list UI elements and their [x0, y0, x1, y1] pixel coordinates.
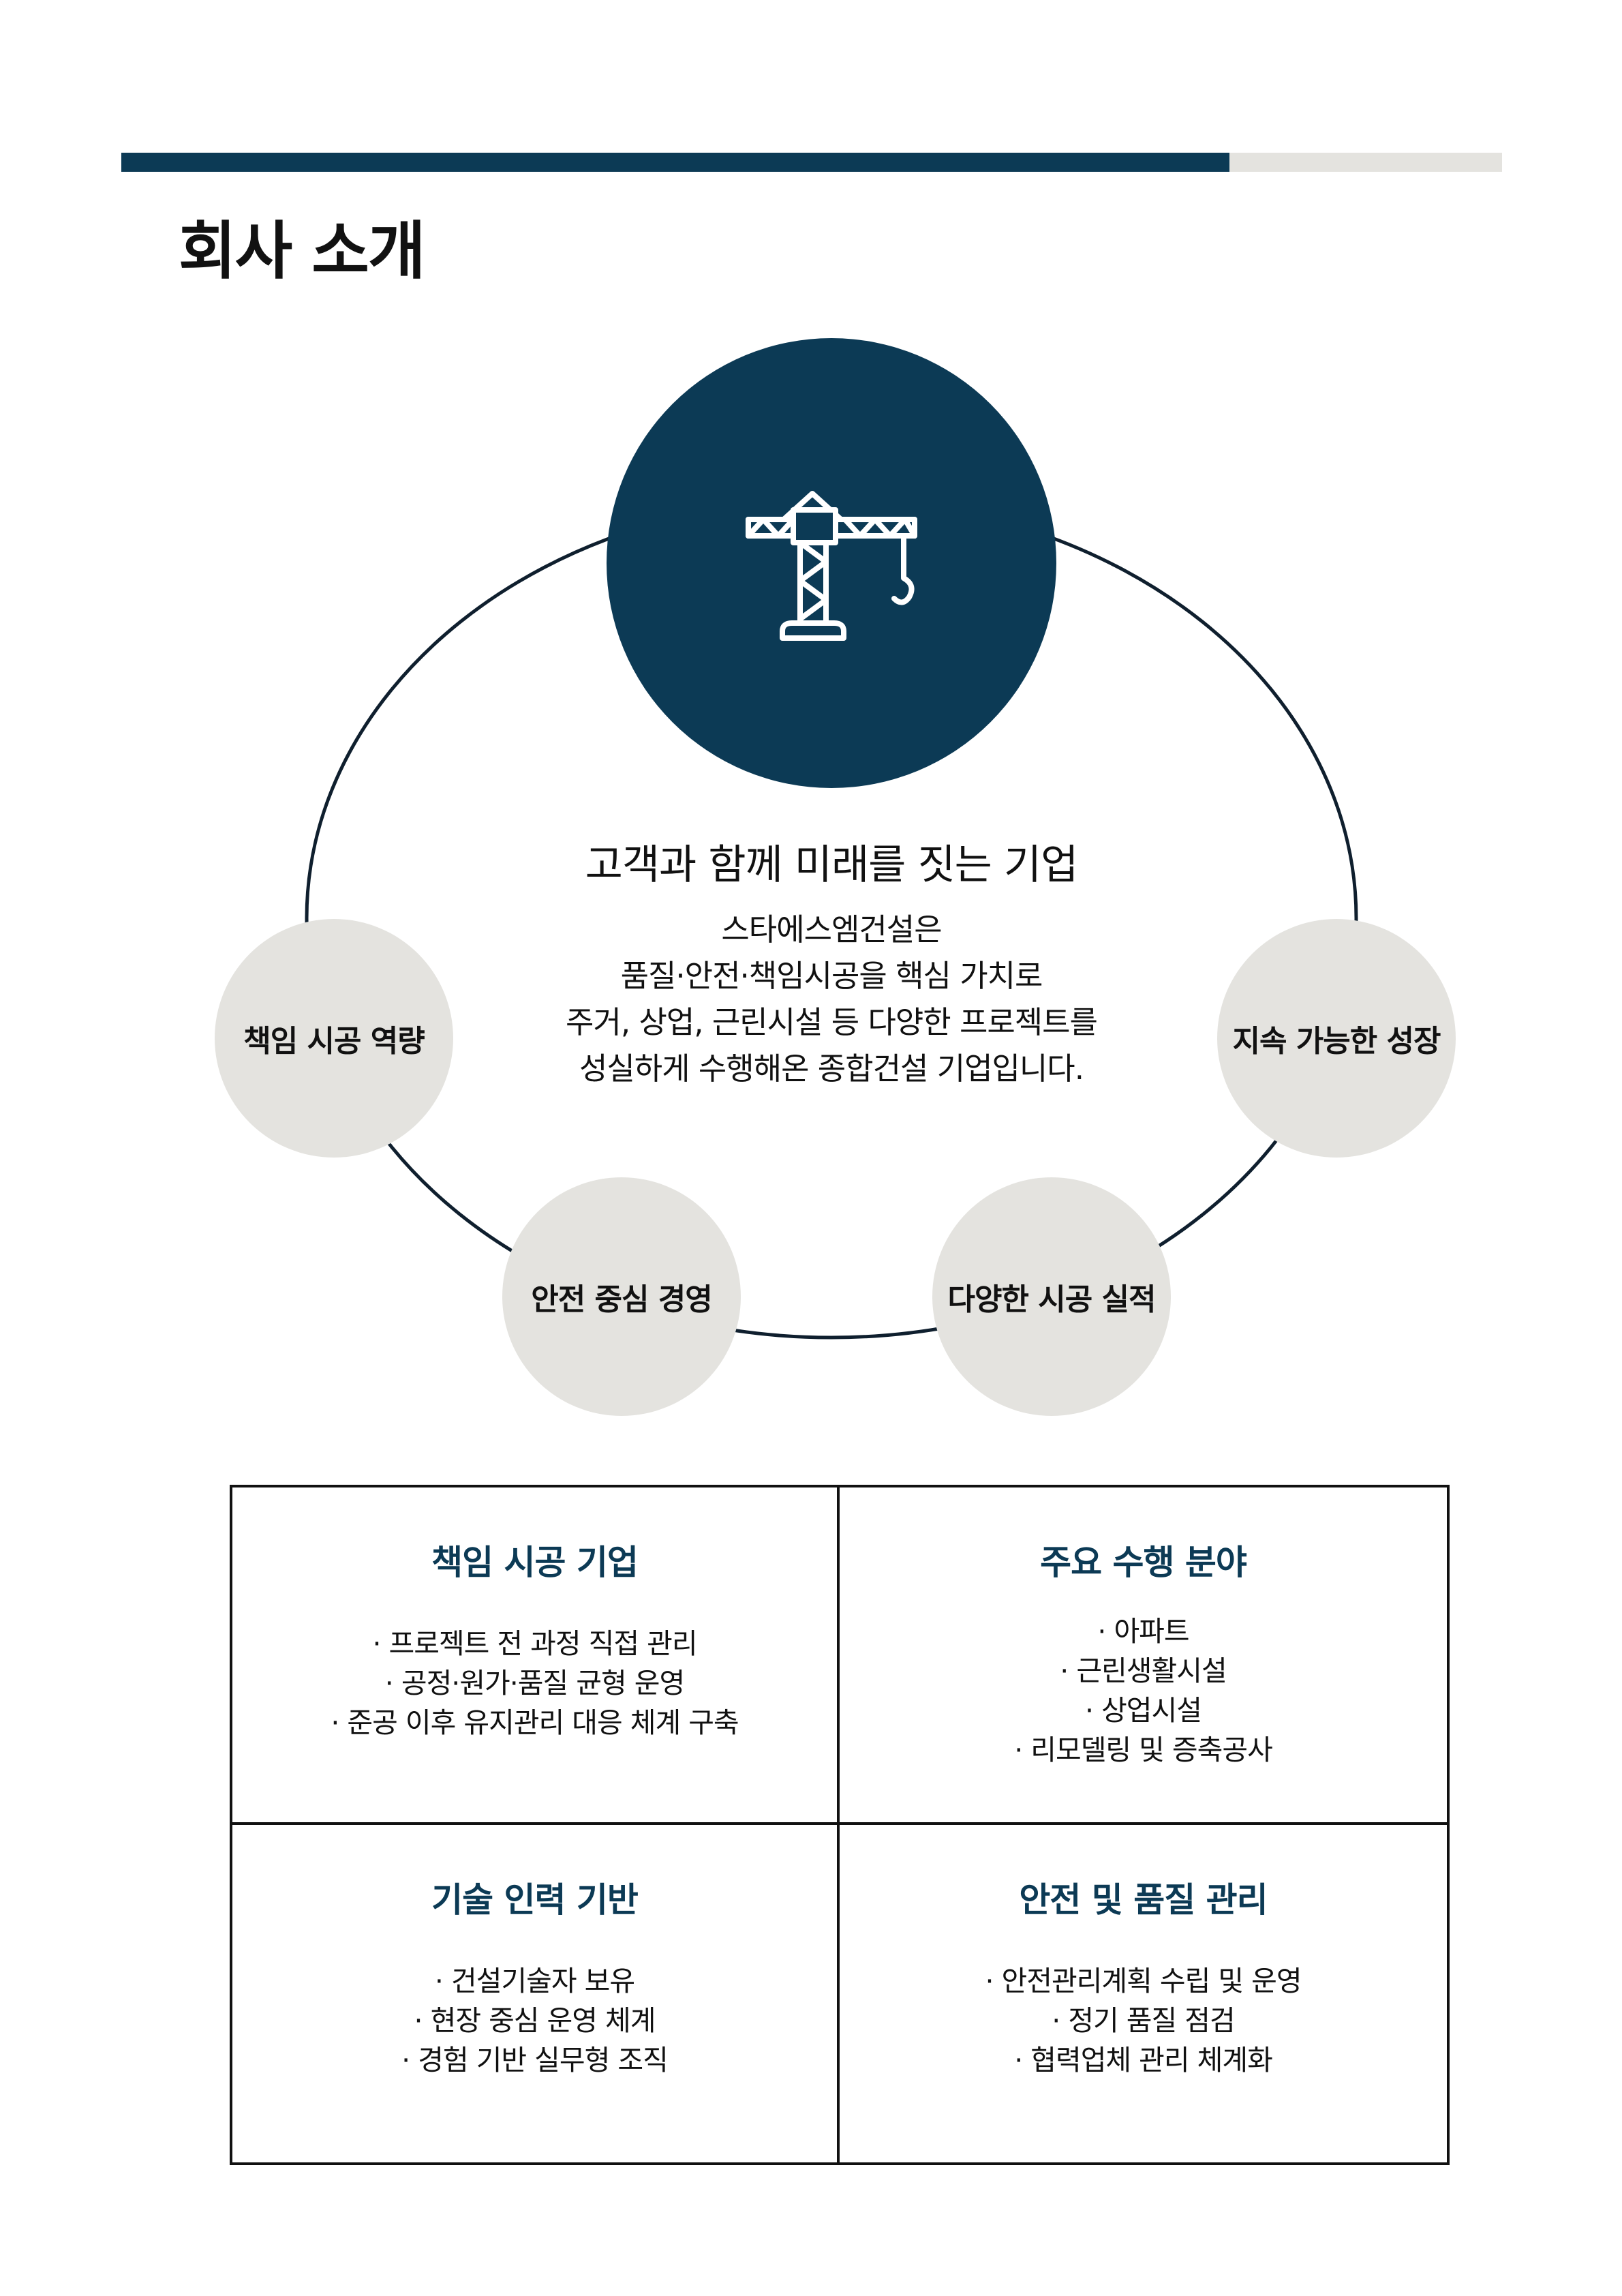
card-items: · 안전관리계획 수립 및 운영 · 정기 품질 점검 · 협력업체 관리 체계… [840, 1961, 1447, 2080]
value-node-label: 안전 중심 경영 [531, 1282, 713, 1317]
card-item: · 안전관리계획 수립 및 운영 [985, 1965, 1302, 1997]
center-heading: 고객과 함께 미래를 짓는 기업 [585, 841, 1079, 889]
tower-crane-icon [746, 491, 917, 641]
card-title: 책임 시공 기업 [431, 1543, 639, 1582]
card-responsible-company: 책임 시공 기업 · 프로젝트 전 과정 직접 관리 · 공정·원가·품질 균형… [232, 1487, 840, 1825]
value-node-sustainable-growth: 지속 가능한 성장 [1217, 919, 1456, 1158]
card-item: · 리모델링 및 증축공사 [1014, 1734, 1273, 1766]
card-technical-staff: 기술 인력 기반 · 건설기술자 보유 · 현장 중심 운영 체계 · 경험 기… [232, 1825, 840, 2162]
card-safety-quality: 안전 및 품질 관리 · 안전관리계획 수립 및 운영 · 정기 품질 점검 ·… [840, 1825, 1447, 2162]
value-node-label: 책임 시공 역량 [243, 1024, 425, 1059]
card-item: · 공정·원가·품질 균형 운영 [384, 1667, 685, 1700]
value-node-safety-management: 안전 중심 경영 [502, 1177, 741, 1416]
value-node-construction-record: 다양한 시공 실적 [932, 1177, 1171, 1416]
value-node-responsible-construction: 책임 시공 역량 [215, 919, 453, 1158]
card-item: · 근린생활시설 [1060, 1655, 1227, 1687]
card-item: · 아파트 [1097, 1615, 1189, 1648]
card-title: 주요 수행 분야 [1040, 1543, 1247, 1582]
description-line: 성실하게 수행해온 종합건설 기업입니다. [579, 1051, 1084, 1087]
card-title: 안전 및 품질 관리 [1019, 1880, 1268, 1920]
value-node-label: 지속 가능한 성장 [1232, 1024, 1441, 1059]
card-item: · 현장 중심 운영 체계 [414, 2004, 656, 2037]
header-bar-dark [121, 153, 1229, 172]
description-line: 스타에스엠건설은 [721, 911, 942, 948]
card-item: · 준공 이후 유지관리 대응 체계 구축 [331, 1706, 739, 1739]
page-title: 회사 소개 [179, 215, 426, 288]
center-description: 스타에스엠건설은 품질·안전·책임시공을 핵심 가치로 주거, 상업, 근린시설… [436, 907, 1227, 1092]
card-title: 기술 인력 기반 [431, 1880, 639, 1920]
header-bar-light [1229, 153, 1502, 172]
card-main-fields: 주요 수행 분야 · 아파트 · 근린생활시설 · 상업시설 · 리모델링 및 … [840, 1487, 1447, 1825]
card-items: · 프로젝트 전 과정 직접 관리 · 공정·원가·품질 균형 운영 · 준공 … [232, 1624, 837, 1742]
card-item: · 건설기술자 보유 [434, 1965, 635, 1997]
center-emblem [607, 338, 1056, 788]
description-line: 주거, 상업, 근린시설 등 다양한 프로젝트를 [566, 1004, 1098, 1040]
value-node-label: 다양한 시공 실적 [947, 1282, 1157, 1317]
card-items: · 아파트 · 근린생활시설 · 상업시설 · 리모델링 및 증축공사 [840, 1612, 1447, 1770]
description-line: 품질·안전·책임시공을 핵심 가치로 [620, 958, 1043, 994]
card-item: · 경험 기반 실무형 조직 [401, 2044, 669, 2076]
card-item: · 협력업체 관리 체계화 [1014, 2044, 1273, 2076]
card-item: · 프로젝트 전 과정 직접 관리 [372, 1627, 697, 1660]
card-items: · 건설기술자 보유 · 현장 중심 운영 체계 · 경험 기반 실무형 조직 [232, 1961, 837, 2080]
card-item: · 정기 품질 점검 [1052, 2004, 1235, 2037]
card-item: · 상업시설 [1085, 1694, 1202, 1727]
overview-grid: 책임 시공 기업 · 프로젝트 전 과정 직접 관리 · 공정·원가·품질 균형… [230, 1485, 1450, 2165]
